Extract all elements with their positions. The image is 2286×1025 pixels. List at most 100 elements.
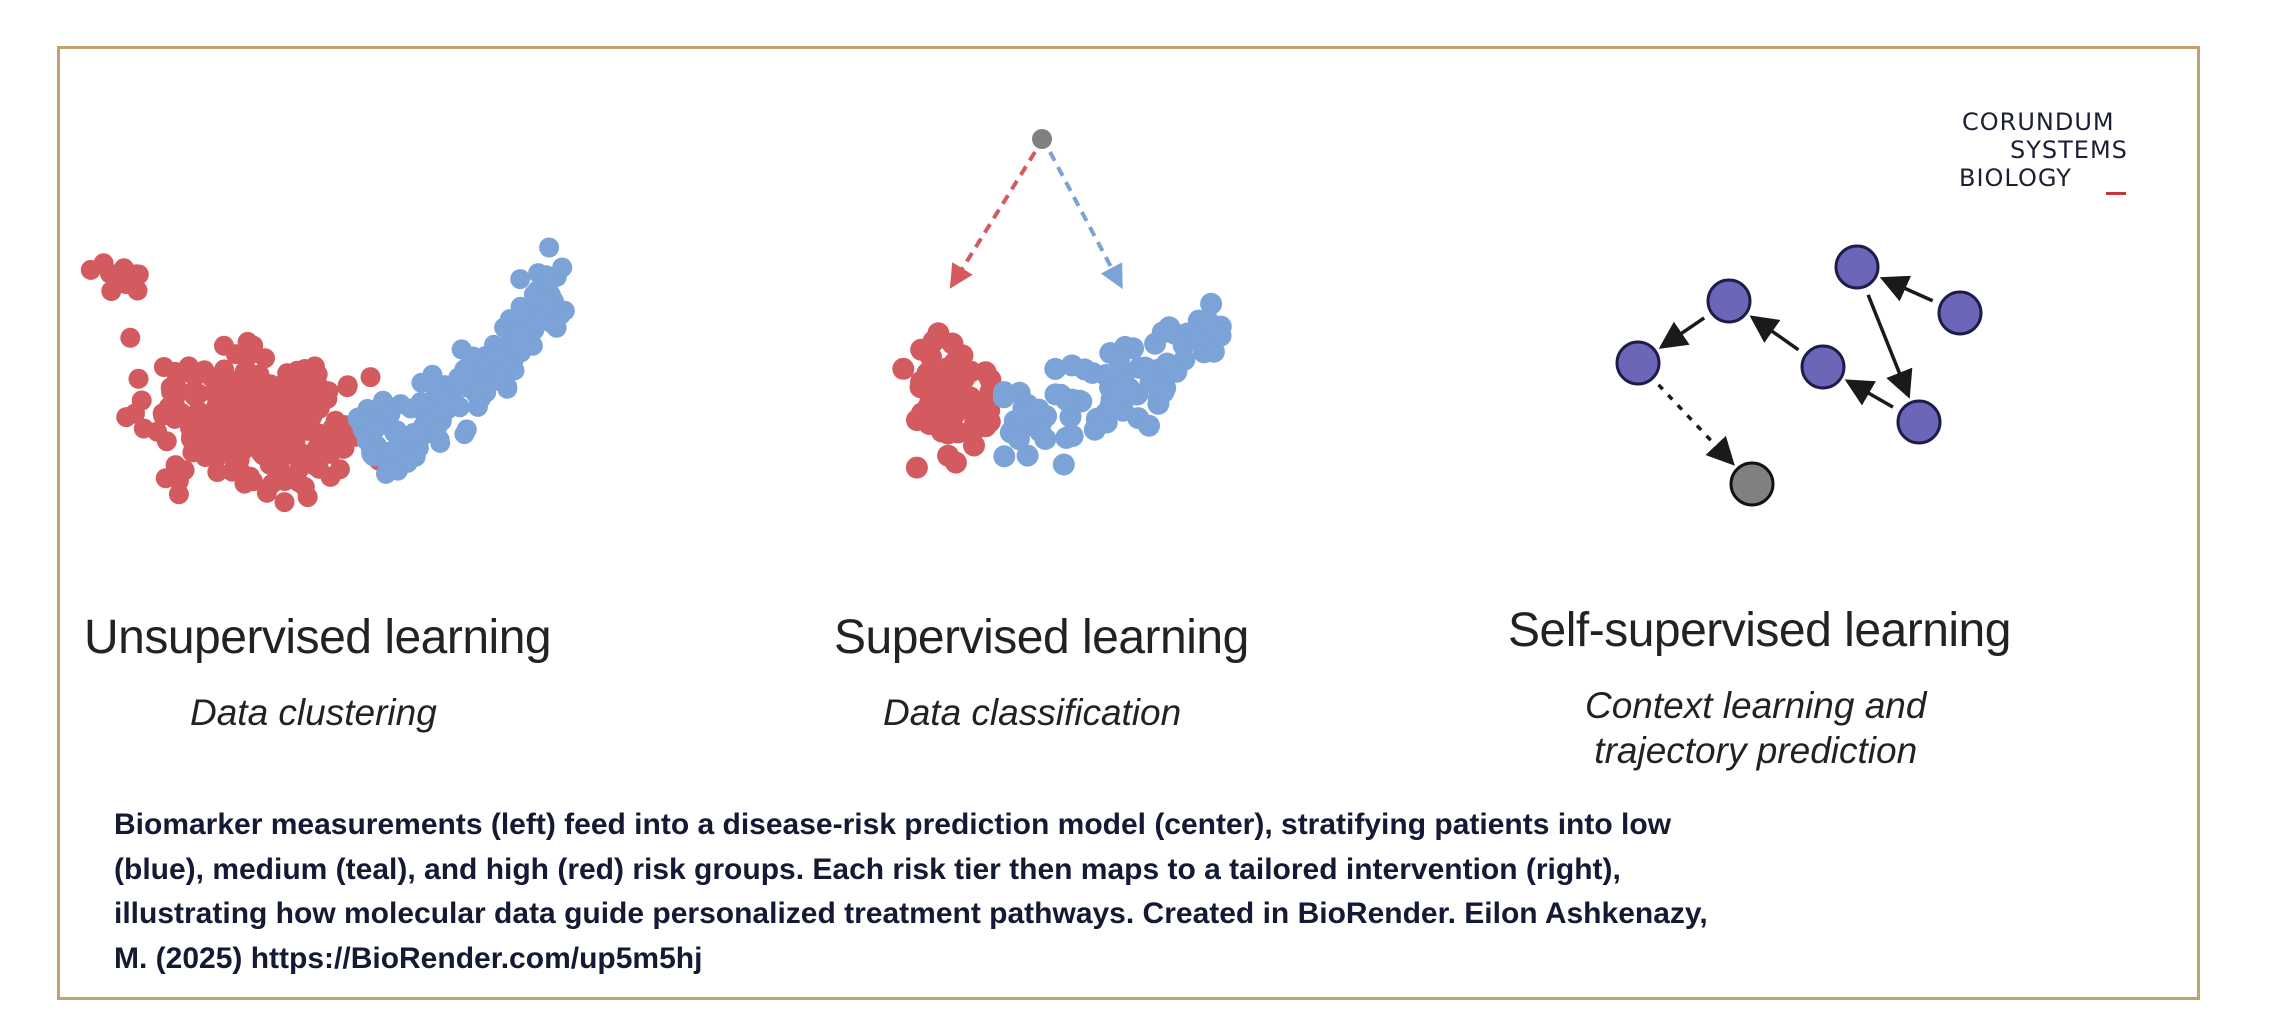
logo-accent-dash [2106, 192, 2126, 195]
blue-point [365, 418, 386, 439]
red-point [165, 361, 186, 382]
red-point [153, 405, 174, 426]
blue-point [1007, 428, 1030, 451]
red-point [905, 456, 928, 479]
panel-subtitle-supervised: Data classification [883, 692, 1182, 733]
edge-arrow [1866, 294, 1913, 399]
red-point [168, 484, 189, 505]
red-point [954, 362, 977, 385]
blue-point [422, 364, 443, 385]
blue-point [1138, 414, 1160, 437]
arrow-red-dashed [949, 150, 1037, 289]
graph-node [1834, 244, 1880, 290]
panel-subtitle-unsupervised: Data clustering [190, 692, 437, 733]
blue-point [536, 265, 556, 286]
red-point [315, 438, 336, 458]
red-point [337, 375, 358, 396]
red-point [156, 431, 177, 452]
graph-node [1706, 278, 1752, 324]
figure-caption: Biomarker measurements (left) feed into … [114, 803, 1708, 981]
blue-point [526, 312, 547, 333]
red-point [240, 466, 260, 487]
red-point [125, 403, 145, 424]
panel-title-supervised: Supervised learning [834, 611, 1249, 664]
blue-point [456, 419, 477, 440]
blue-point [430, 432, 451, 453]
caption-line: (blue), medium (teal), and high (red) ri… [114, 852, 1621, 886]
blue-point [484, 346, 505, 367]
blue-point [511, 342, 532, 363]
blue-point [384, 422, 405, 443]
blue-point [512, 301, 533, 322]
red-point [194, 360, 215, 381]
blue-point [1055, 426, 1078, 449]
blue-point [1107, 348, 1130, 371]
blue-point [1200, 292, 1223, 315]
blue-point [1052, 453, 1075, 476]
red-point [274, 492, 295, 513]
blue-point [402, 424, 423, 444]
logo-line: SYSTEMS [2010, 136, 2128, 164]
classification-arrows [949, 129, 1123, 290]
red-point [196, 432, 217, 453]
red-point [128, 368, 149, 389]
blue-point [427, 416, 448, 436]
blue-point [1189, 328, 1211, 351]
edge-arrow [1658, 316, 1706, 349]
red-point [892, 357, 915, 380]
blue-point [993, 445, 1016, 468]
red-point [80, 259, 101, 280]
red-point [250, 411, 271, 432]
logo-line: BIOLOGY [1959, 164, 2072, 192]
red-point [308, 376, 329, 396]
panel-subtitle-self-supervised: Context learning and trajectory predicti… [1585, 683, 1926, 773]
red-point [329, 459, 350, 480]
red-point [294, 359, 315, 379]
red-point [289, 458, 310, 479]
red-point [255, 348, 275, 369]
blue-point [448, 367, 469, 388]
caption-line: M. (2025) https://BioRender.com/up5m5hj [114, 941, 703, 975]
trajectory-graph [1615, 244, 1983, 507]
red-point [231, 388, 252, 409]
blue-point [1101, 398, 1124, 421]
blue-point [400, 398, 421, 419]
red-point [165, 455, 186, 476]
red-point [273, 388, 294, 409]
red-point [224, 440, 245, 461]
arrow-blue-dashed [1048, 151, 1123, 290]
red-point [181, 429, 201, 450]
caption-line: illustrating how molecular data guide pe… [114, 897, 1708, 930]
red-point [963, 434, 985, 457]
blue-point [509, 326, 530, 346]
logo: CORUNDUM SYSTEMS BIOLOGY [1959, 108, 2128, 192]
red-point [185, 407, 206, 428]
blue-point [1151, 321, 1174, 344]
red-point [910, 338, 933, 361]
blue-point [539, 237, 560, 258]
red-point [963, 392, 985, 415]
caption-line: Biomarker measurements (left) feed into … [114, 808, 1672, 841]
blue-point [1156, 352, 1179, 375]
red-point [205, 417, 225, 438]
blue-point [467, 396, 488, 417]
figure-border [57, 46, 2200, 1000]
red-point [207, 462, 228, 482]
red-point [168, 380, 189, 401]
blue-point [542, 313, 563, 334]
predicted-node [1729, 461, 1775, 507]
red-point [114, 258, 134, 279]
red-point [270, 412, 290, 433]
blue-point [1012, 401, 1034, 424]
red-point [933, 390, 956, 413]
blue-point [466, 380, 487, 401]
edge-arrow [1749, 315, 1800, 352]
red-point [936, 357, 959, 380]
clustering-scatter [80, 237, 575, 513]
logo-line: CORUNDUM [1962, 108, 2115, 136]
panel-title-self-supervised: Self-supervised learning [1508, 604, 2011, 657]
red-point [936, 422, 959, 445]
red-point [133, 418, 154, 439]
edge-arrow [1844, 379, 1894, 409]
